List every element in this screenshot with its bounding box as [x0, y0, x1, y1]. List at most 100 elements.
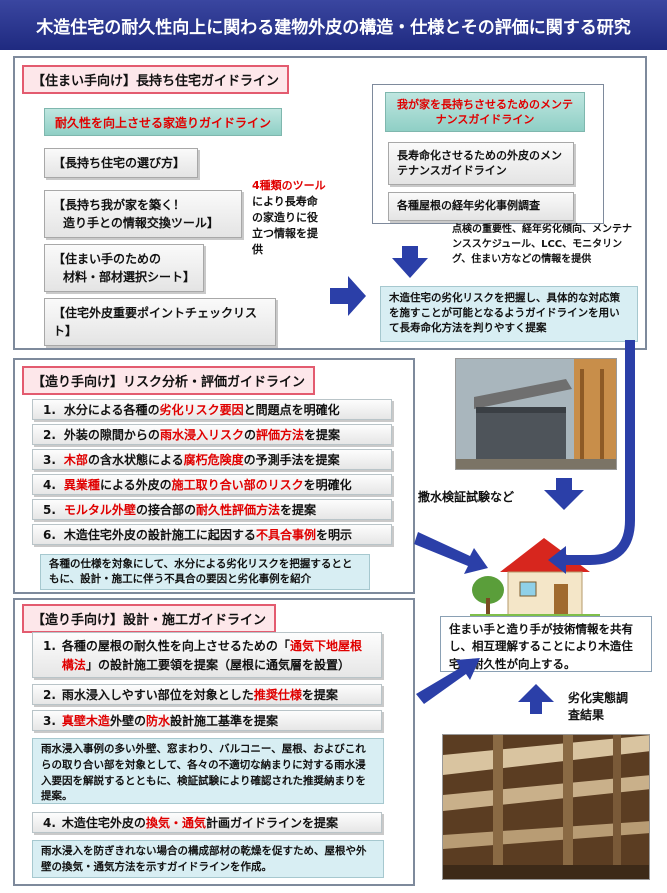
risk-item-text: の予測手法を提案 [243, 453, 340, 467]
maintenance-item-roof: 各種屋根の経年劣化事例調査 [388, 192, 574, 221]
survey-label: 劣化実態調査結果 [568, 691, 629, 723]
maintenance-guideline-head: 我が家を長持ちさせるためのメンテナンスガイドライン [385, 92, 585, 132]
test-house-photo [455, 358, 617, 470]
design-item-1-a: 各種の屋根の耐久性を向上させるための「 [61, 639, 290, 653]
summary-box: 木造住宅の劣化リスクを把握し、具体的な対応策を施すことが可能となるようガイドライ… [380, 286, 638, 342]
design-item-4: 4. 木造住宅外皮の換気・通気計画ガイドラインを提案 [32, 812, 382, 833]
summary-text: 木造住宅の劣化リスクを把握し、具体的な対応策を施すことが可能となるようガイドライ… [389, 292, 620, 335]
resident-guideline-label: 【住まい手向け】長持ち住宅ガイドライン [22, 65, 290, 94]
risk-item-highlight: 耐久性評価方法 [195, 503, 280, 517]
design-item-1: 1. 各種の屋根の耐久性を向上させるための「通気下地屋根構法」の設計施工要領を提… [32, 632, 382, 678]
tool-material-sheet-line2: 材料・部材選択シート】 [63, 270, 196, 284]
tool-info-exchange-line2: 造り手との情報交換ツール】 [63, 216, 219, 230]
tool-material-sheet: 【住まい手のための 材料・部材選択シート】 [44, 244, 204, 292]
design-note-1-text: 雨水浸入事例の多い外壁、窓まわり、バルコニー、屋根、およびこれらの取り合い部を対… [41, 743, 366, 803]
risk-item-text: 木造住宅外皮の設計施工に起因する [63, 528, 256, 542]
risk-item-3: 3.木部の含水状態による腐朽危険度の予測手法を提案 [32, 449, 392, 470]
risk-item-text: の含水状態による [87, 453, 184, 467]
risk-item-text: の接合部の [135, 503, 196, 517]
tool-choose-house: 【長持ち住宅の選び方】 [44, 148, 198, 178]
risk-item-4: 4. 異業種による外皮の施工取り合い部のリスクを明確化 [32, 474, 392, 495]
page-title: 木造住宅の耐久性向上に関わる建物外皮の構造・仕様とその評価に関する研究 [0, 0, 667, 50]
tool-choose-house-text: 【長持ち住宅の選び方】 [53, 156, 186, 170]
risk-item-num: 6. [43, 527, 56, 542]
risk-item-num: 1. [43, 402, 56, 417]
arrow-design-to-result [416, 658, 480, 704]
risk-item-text: による外皮の [99, 478, 172, 492]
maintenance-item-envelope: 長寿命化させるための外皮のメンテナンスガイドライン [388, 142, 574, 185]
durability-guideline-head: 耐久性を向上させる家造りガイドライン [44, 108, 282, 136]
tool-info-exchange: 【長持ち我が家を築く！ 造り手との情報交換ツール】 [44, 190, 242, 238]
design-item-4-red: 換気・通気 [145, 816, 206, 830]
design-item-1-red: 通気下地屋根構法 [61, 639, 362, 672]
risk-item-highlight: 施工取り合い部のリスク [171, 478, 304, 492]
arrow-maintenance-down [392, 246, 428, 278]
risk-item-6: 6. 木造住宅外皮の設計施工に起因する不具合事例を明示 [32, 524, 392, 545]
maintenance-note: 点検の重要性、経年劣化傾向、メンテナンススケジュール、LCC、モニタリング、住ま… [452, 224, 632, 265]
risk-note-box: 各種の仕様を対象にして、水分による劣化リスクを把握するとともに、設計・施工に伴う… [40, 554, 370, 590]
risk-item-text: の [243, 428, 256, 442]
risk-item-text: を提案 [303, 428, 340, 442]
design-item-3-red1: 真壁木造 [61, 714, 110, 728]
maintenance-item-envelope-text: 長寿命化させるための外皮のメンテナンスガイドライン [397, 149, 562, 178]
design-item-4-num: 4. [43, 815, 56, 830]
tool-checklist-text: 【住宅外皮重要ポイントチェックリスト】 [53, 306, 258, 338]
risk-item-highlight: 異業種 [63, 478, 100, 492]
risk-item-highlight: 評価方法 [255, 428, 304, 442]
tools-callout-red: 4種類のツール [252, 179, 326, 192]
durability-guideline-text: 耐久性を向上させる家造りガイドライン [54, 115, 271, 130]
risk-note-text: 各種の仕様を対象にして、水分による劣化リスクを把握するとともに、設計・施工に伴う… [49, 558, 353, 586]
risk-item-text: を提案 [279, 503, 316, 517]
design-item-1-num: 1. [43, 639, 56, 653]
design-item-4-b: 計画ガイドラインを提案 [205, 816, 338, 830]
design-item-2-num: 2. [43, 687, 56, 702]
tool-checklist: 【住宅外皮重要ポイントチェックリスト】 [44, 298, 276, 346]
risk-item-num: 5. [43, 502, 56, 517]
test-label: 撒水検証試験など [418, 490, 515, 504]
arrow-summary-to-house [560, 340, 635, 565]
design-item-2: 2. 雨水浸入しやすい部位を対象とした推奨仕様を提案 [32, 684, 382, 705]
tool-info-exchange-line1: 【長持ち我が家を築く！ [53, 198, 186, 212]
design-note-1-box: 雨水浸入事例の多い外壁、窓まわり、バルコニー、屋根、およびこれらの取り合い部を対… [32, 738, 384, 804]
roof-attic-drawing [443, 735, 649, 879]
design-item-2-red: 推奨仕様 [253, 688, 302, 702]
risk-item-1: 1.水分による各種の劣化リスク要因と問題点を明確化 [32, 399, 392, 420]
maintenance-item-roof-text: 各種屋根の経年劣化事例調査 [397, 199, 540, 212]
design-item-3-a: 外壁の [109, 714, 146, 728]
risk-item-highlight: 劣化リスク要因 [159, 403, 244, 417]
risk-item-text: 水分による各種の [63, 403, 160, 417]
arrow-tools-to-summary [330, 276, 366, 316]
risk-item-5: 5. モルタル外壁の接合部の耐久性評価方法を提案 [32, 499, 392, 520]
risk-item-highlight: モルタル外壁 [63, 503, 136, 517]
arrow-survey-up [518, 684, 554, 714]
risk-item-highlight: 雨水浸入リスク [159, 428, 244, 442]
risk-item-text: を明確化 [303, 478, 352, 492]
risk-item-text: 外装の隙間からの [63, 428, 160, 442]
risk-item-2: 2. 外装の隙間からの雨水浸入リスクの評価方法を提案 [32, 424, 392, 445]
tools-callout: 4種類のツールにより長寿命の家造りに役立つ情報を提供 [252, 178, 328, 258]
risk-item-text: を明示 [315, 528, 352, 542]
test-house-photo-drawing [456, 359, 616, 469]
design-item-3-num: 3. [43, 713, 56, 728]
roof-attic-photo [442, 734, 650, 880]
design-item-1-b: 」の設計施工要領を提案（屋根に通気層を設置） [85, 657, 350, 672]
risk-item-num: 3. [43, 452, 56, 467]
risk-item-num: 4. [43, 477, 56, 492]
arrow-risk-to-house [414, 532, 488, 574]
design-item-3: 3. 真壁木造外壁の防水設計施工基準を提案 [32, 710, 382, 731]
arrow-test-down [544, 478, 584, 510]
design-note-2-text: 雨水浸入を防ぎきれない場合の構成部材の乾燥を促すため、屋根や外壁の換気・通気方法… [41, 845, 367, 873]
risk-item-highlight: 不具合事例 [255, 528, 316, 542]
risk-item-highlight: 腐朽危険度 [183, 453, 244, 467]
design-item-3-red2: 防水 [145, 714, 170, 728]
risk-item-num: 2. [43, 427, 56, 442]
tool-material-sheet-line1: 【住まい手のための [53, 252, 162, 266]
maintenance-guideline-text: 我が家を長持ちさせるためのメンテナンスガイドライン [397, 97, 573, 126]
design-note-2-box: 雨水浸入を防ぎきれない場合の構成部材の乾燥を促すため、屋根や外壁の換気・通気方法… [32, 840, 384, 878]
design-item-2-a: 雨水浸入しやすい部位を対象とした [61, 688, 254, 702]
design-item-2-b: を提案 [301, 688, 338, 702]
design-item-4-a: 木造住宅外皮の [61, 816, 146, 830]
design-item-3-b: 設計施工基準を提案 [169, 714, 278, 728]
risk-guideline-label: 【造り手向け】リスク分析・評価ガイドライン [22, 366, 316, 395]
